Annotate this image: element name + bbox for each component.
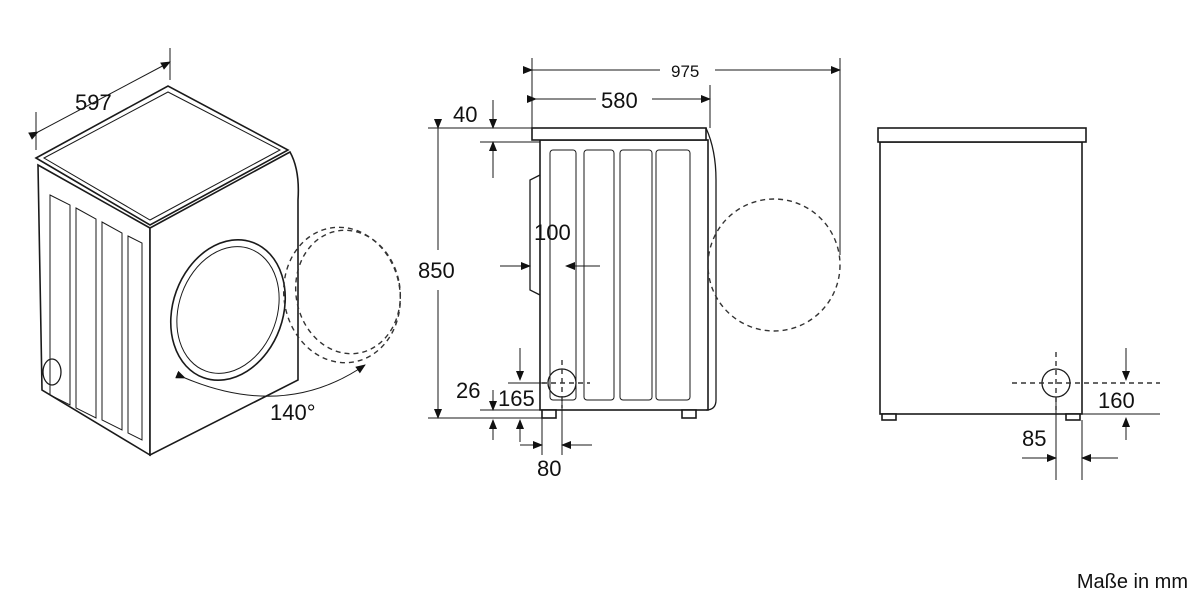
side-door-profile [529, 174, 541, 296]
back-body [879, 141, 1083, 415]
dim-hose-height-side: 165 [498, 386, 535, 411]
dim-depth: 580 [601, 88, 638, 113]
dim-hose-height-back: 160 [1098, 388, 1135, 413]
dim-hose-offset-back: 85 [1022, 426, 1046, 451]
iso-hose-port [42, 358, 62, 386]
isometric-view [28, 48, 402, 457]
iso-side-panels [49, 194, 143, 441]
dim-door-angle: 140° [270, 400, 316, 425]
dim-hose-offset-side: 80 [537, 456, 561, 481]
side-panels [549, 149, 691, 401]
dim-height: 850 [418, 258, 455, 283]
dim-feet-height: 26 [456, 378, 480, 403]
dim-top-offset: 40 [453, 102, 477, 127]
back-view [877, 127, 1160, 480]
back-top [877, 127, 1087, 143]
dim-width: 597 [75, 90, 112, 115]
side-door-open [707, 198, 841, 332]
dim-door-protrusion: 100 [534, 220, 571, 245]
side-top [531, 127, 707, 141]
units-note: Maße in mm [1076, 571, 1188, 593]
side-body [539, 139, 709, 411]
side-view [428, 58, 841, 455]
dim-total-depth: 975 [671, 62, 699, 81]
iso-swing-arc [175, 364, 366, 397]
